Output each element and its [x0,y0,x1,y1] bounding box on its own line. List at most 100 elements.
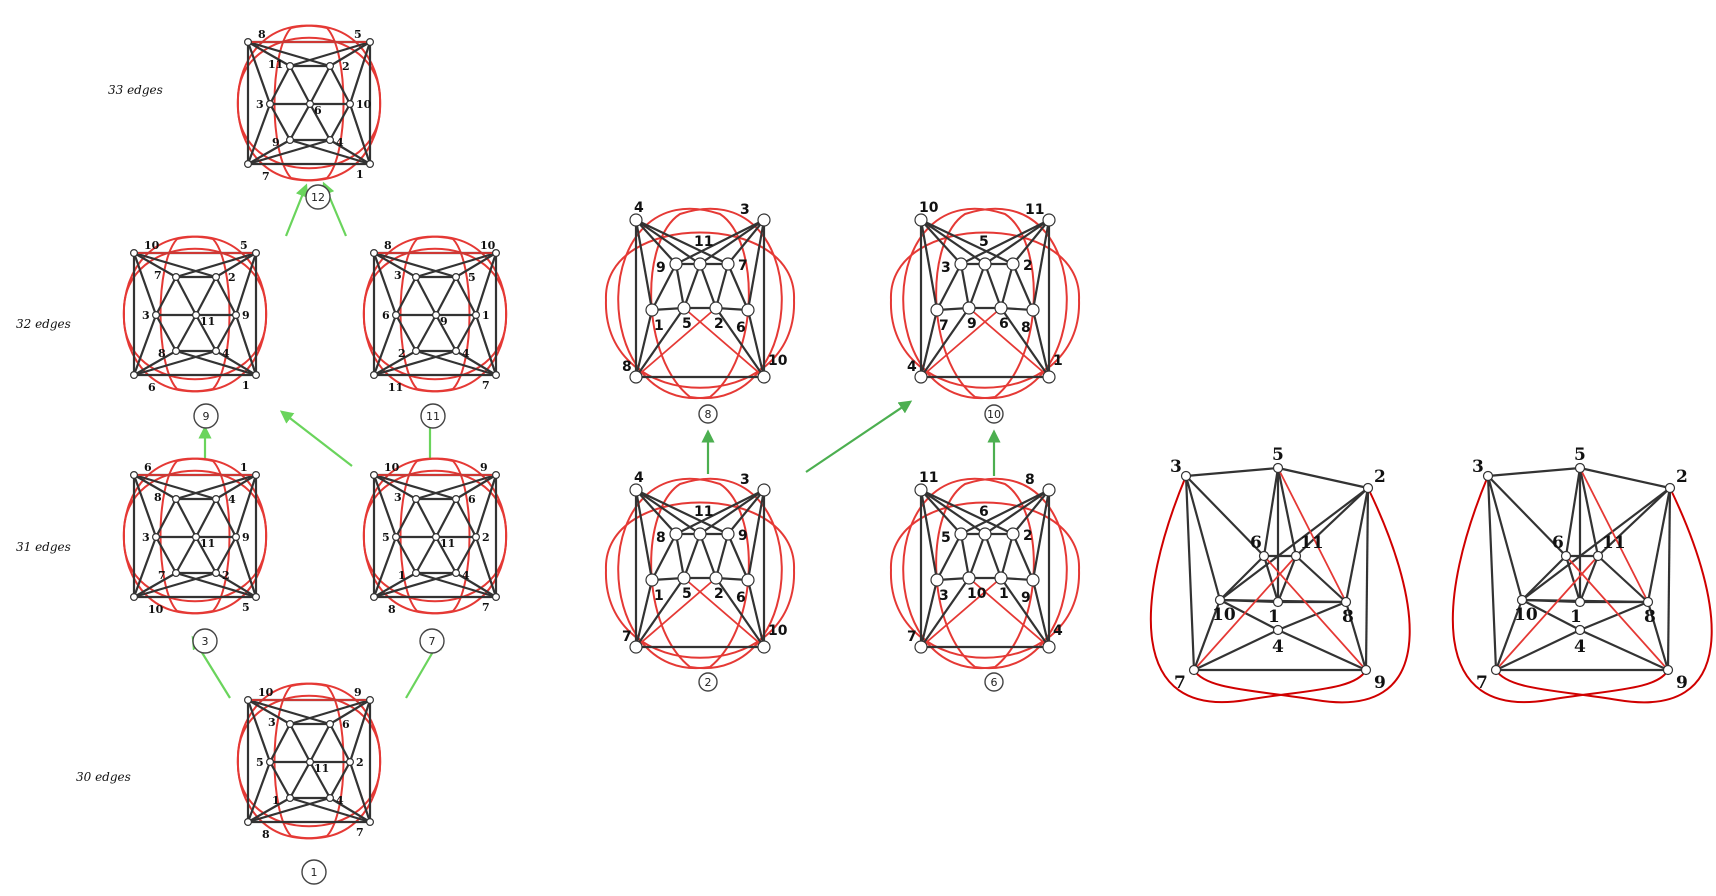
badge-circle [301,859,327,885]
graph-edge [415,251,497,279]
graph-edge [634,579,654,648]
node-label: 10 [384,461,400,474]
graph-edge [215,474,257,500]
graph-node [326,793,335,802]
graph-node [1340,596,1352,608]
badge-circle [193,403,219,429]
node-label: 2 [482,531,490,544]
graph-edge [746,219,766,311]
graph-edge [1031,309,1051,378]
node-label: 6 [736,590,746,606]
node-label: 11 [388,381,403,394]
graph-edge [1487,475,1567,557]
graph-edge [634,309,654,378]
badge-circle [698,672,718,692]
graph-node [1214,594,1226,606]
graph-edge [1344,487,1370,603]
graph-edge [920,307,970,378]
graph-node [994,301,1008,315]
graph-edge [415,571,497,599]
node-label: 9 [242,309,250,322]
graph-node [244,695,253,704]
node-label: 4 [228,493,236,506]
red-curve-right [935,477,1068,670]
graph-edge [474,252,498,316]
graph-edge [415,349,497,377]
node-label: 4 [907,359,917,375]
graph-node [212,273,221,282]
graph-edge [1521,599,1581,631]
node-label: 1 [272,794,280,807]
graph-node [286,136,295,145]
graph-node [629,213,643,227]
node-label: 5 [354,28,362,41]
graph-node [252,371,261,380]
graph-edge [246,699,272,763]
graph-node [677,301,691,315]
node-label: 7 [939,318,949,334]
graph-edge [698,263,718,309]
red-outer-curve [1495,487,1713,704]
graph-node [1006,527,1020,541]
graph-edge-red [683,307,765,378]
node-label: 2 [714,586,724,602]
graph-edge [960,489,1050,535]
node-label: 1 [999,586,1009,602]
graph-edge [635,219,677,265]
graph-edge [1192,599,1222,671]
node-label: 8 [154,491,162,504]
graph-edge [920,489,962,535]
node-label: 10 [768,353,788,369]
graph-node [172,273,181,282]
graph-edge-red [1579,467,1649,603]
graph-edge [726,533,750,581]
graph-node [432,311,441,320]
red-outer-loop [362,469,508,603]
graph-edge [1262,555,1280,603]
graph-node [1042,640,1056,654]
graph-node [629,640,643,654]
graph-node [1560,550,1572,562]
node-label: 1 [1053,353,1063,369]
graph-node [172,347,181,356]
graph-node [978,527,992,541]
graph-edge [1012,219,1050,265]
node-label: 9 [242,531,250,544]
graph-edge [635,489,677,535]
node-label: 3 [394,491,402,504]
node-label: 4 [1574,637,1586,657]
node-label: 7 [154,269,162,282]
graph-edge [329,797,371,823]
graph-node [1642,596,1654,608]
node-label: 11 [694,504,713,520]
node-label: 2 [1023,258,1033,274]
graph-node [1026,573,1040,587]
graph-edge [175,473,257,501]
node-label: 2 [228,271,236,284]
node-label: 6 [999,316,1009,332]
graph-edge [175,276,197,316]
node-label: 6 [342,718,350,731]
graph-edge [1011,263,1035,311]
graph-edge [247,40,331,68]
graph-edge [1012,489,1050,535]
graph-node [962,301,976,315]
graph-edge-red [1277,467,1347,603]
graph-edge [1277,628,1367,672]
red-curve-left [617,207,750,400]
graph-edge [960,219,1050,265]
node-label: 8 [262,828,270,841]
graph-edge [1277,600,1347,632]
graph-node [266,99,275,108]
graph-badge: 11 [420,403,446,429]
graph-edge [967,263,987,309]
graph-edge [415,473,497,501]
node-label: 3 [1170,457,1182,477]
node-label: 10 [258,686,274,699]
graph-edge [435,314,457,352]
graph-edge [1031,219,1051,311]
graph-edge [634,489,654,581]
graph-edge [920,219,962,265]
